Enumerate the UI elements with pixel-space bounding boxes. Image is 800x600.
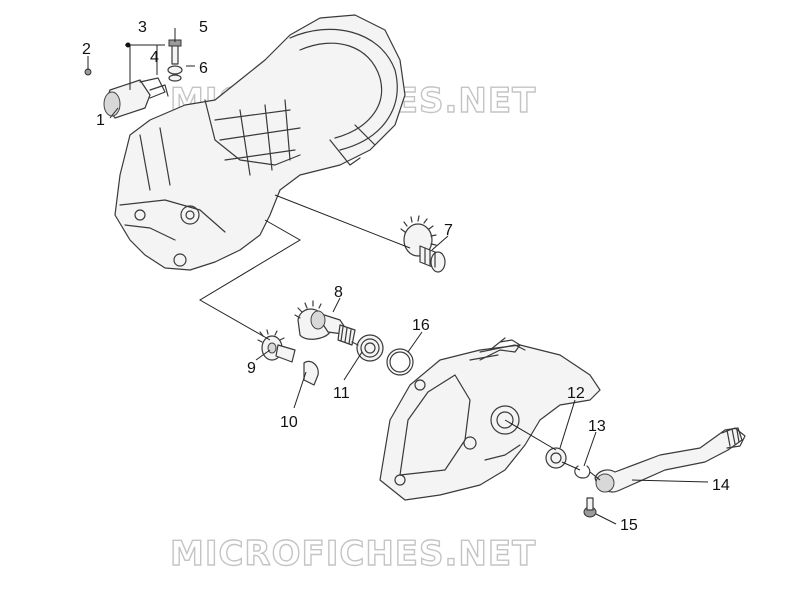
kickstart-shaft	[294, 300, 356, 346]
lever-bolt	[583, 497, 597, 518]
callout-9: 9	[247, 360, 256, 377]
small-drive-gear	[257, 329, 296, 363]
assembly-lines	[199, 194, 601, 481]
callout-11: 11	[333, 385, 350, 402]
callout-3-dot	[125, 42, 131, 48]
callout-5: 5	[199, 19, 208, 36]
callout-15: 15	[620, 517, 638, 534]
callout-7: 7	[444, 222, 453, 239]
circlip	[574, 465, 591, 479]
callout-leaders	[87, 28, 709, 525]
kick-spring	[351, 334, 384, 362]
callout-3: 3	[138, 19, 147, 36]
callout-6: 6	[199, 60, 208, 77]
watermark-bottom: MICROFICHES.NET	[170, 534, 536, 574]
callout-1: 1	[96, 112, 105, 129]
callout-numbers: 1 2 3 4 5 6 7 8 9 10 11 12 13 14 15 16	[82, 19, 730, 534]
starter-motor	[84, 68, 169, 119]
kick-start-lever	[594, 427, 746, 493]
crankcase-housing	[114, 14, 406, 271]
o-ring	[386, 348, 414, 376]
oil-seal	[545, 447, 567, 469]
callout-12: 12	[567, 385, 585, 402]
starter-gear	[400, 215, 446, 273]
callout-16: 16	[412, 317, 430, 334]
callout-10: 10	[280, 414, 298, 431]
callout-4: 4	[150, 49, 159, 66]
callout-13: 13	[588, 418, 606, 435]
screw-and-washer	[167, 39, 183, 82]
callout-2: 2	[82, 41, 91, 58]
retaining-clip	[303, 360, 319, 386]
callout-14: 14	[712, 477, 730, 494]
callout-8: 8	[334, 284, 343, 301]
